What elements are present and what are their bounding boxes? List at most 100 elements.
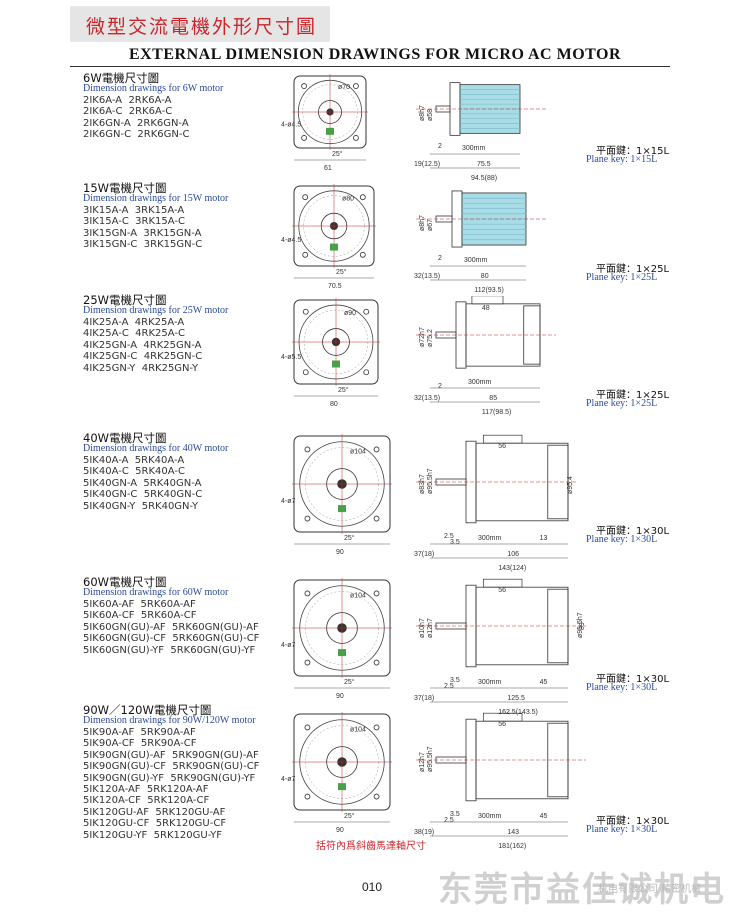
dim-angle-label: 25° bbox=[344, 534, 355, 542]
mount-hole bbox=[359, 251, 366, 258]
dim-diameter-label: ø12h7 bbox=[419, 752, 426, 772]
dim-step-label: 2 bbox=[438, 383, 442, 390]
dim-rear-label: 45 bbox=[540, 679, 548, 686]
dim-diameter-label: ø95.5h7 bbox=[427, 468, 434, 494]
dim-shaft-label: 38(19) bbox=[414, 829, 434, 836]
mount-hole bbox=[363, 369, 370, 376]
dim-angle-label: 25° bbox=[344, 678, 355, 686]
section-subtitle: Dimension drawings for 60W motor bbox=[83, 587, 229, 598]
dim-diameter-label: ø58 bbox=[427, 109, 434, 121]
dim-total-label: 143(124) bbox=[498, 565, 526, 572]
plane-key-cn: 平面鍵：1×25L bbox=[596, 390, 670, 401]
dim-step-label: 3.5 bbox=[450, 677, 460, 684]
dim-hole-label: 4-ø4.5 bbox=[281, 237, 301, 244]
dim-angle-label: 25° bbox=[332, 150, 343, 158]
plane-key-en: Plane key: 1×30L bbox=[586, 534, 658, 545]
dim-total-label: 94.5(88) bbox=[471, 175, 497, 182]
mount-hole bbox=[373, 590, 380, 597]
model-item: 4IK25GN-C 4RK25GN-C bbox=[83, 351, 203, 363]
dim-pitch-label: ø104 bbox=[350, 592, 366, 599]
dim-pitch-label: ø104 bbox=[350, 448, 366, 455]
dim-diameter-label: ø10h7 bbox=[419, 618, 426, 638]
model-item: 5IK90A-CF 5RK90A-CF bbox=[83, 738, 197, 750]
model-item: 5IK60A-AF 5RK60A-AF bbox=[83, 599, 196, 610]
dim-hole-label: 4-ø4.5 bbox=[281, 121, 301, 128]
dim-diameter-label: ø8h7 bbox=[419, 105, 426, 121]
model-item: 5IK90GN(GU)-YF 5RK90GN(GU)-YF bbox=[83, 772, 256, 784]
section-subtitle: Dimension drawings for 6W motor bbox=[83, 83, 224, 94]
plane-key-en: Plane key: 1×25L bbox=[586, 398, 658, 409]
mount-hole bbox=[373, 446, 380, 453]
model-item: 4IK25A-A 4RK25A-A bbox=[83, 317, 185, 328]
model-item: 5IK60GN(GU)-YF 5RK60GN(GU)-YF bbox=[83, 644, 256, 656]
dim-pitch-label: ø90 bbox=[344, 310, 356, 317]
header-divider bbox=[70, 66, 670, 67]
model-item: 5IK40GN-A 5RK40GN-A bbox=[83, 477, 202, 489]
model-item: 4IK25GN-A 4RK25GN-A bbox=[83, 339, 202, 351]
plane-key-cn: 平面鍵：1×30L bbox=[596, 674, 670, 685]
model-item: 4IK25A-C 4RK25A-C bbox=[83, 328, 185, 340]
dim-lead-label: 300mm bbox=[478, 813, 502, 820]
terminal-box bbox=[483, 712, 523, 722]
dim-pitch-label: ø70 bbox=[338, 84, 350, 91]
dim-width-label: 70.5 bbox=[328, 283, 342, 290]
model-item: 5IK40GN-Y 5RK40GN-Y bbox=[83, 500, 199, 512]
model-item: 5IK120GU-CF 5RK120GU-CF bbox=[83, 818, 227, 830]
section-subtitle: Dimension drawings for 90W/120W motor bbox=[83, 715, 256, 726]
dim-total-label: 117(98.5) bbox=[482, 409, 511, 416]
dim-lead-label: 300mm bbox=[468, 379, 492, 386]
page-number: 010 bbox=[362, 880, 383, 894]
dim-diameter-label: ø95.4 bbox=[567, 476, 574, 494]
mount-hole bbox=[302, 369, 309, 376]
mount-hole bbox=[353, 135, 359, 141]
model-item: 3IK15A-A 3RK15A-A bbox=[83, 205, 185, 216]
mount-hole bbox=[304, 515, 311, 522]
mount-hole bbox=[302, 194, 309, 201]
nameplate-mark bbox=[338, 505, 346, 513]
dim-diameter-label: ø67 bbox=[427, 219, 434, 231]
page-title-en: EXTERNAL DIMENSION DRAWINGS FOR MICRO AC… bbox=[128, 46, 622, 63]
model-item: 5IK60A-CF 5RK60A-CF bbox=[83, 610, 197, 622]
mount-hole bbox=[359, 194, 366, 201]
model-item: 4IK25GN-Y 4RK25GN-Y bbox=[83, 362, 199, 374]
dim-diameter-label: ø83h7 bbox=[419, 474, 426, 494]
company-watermark-sub: 机电有限公司 精密机械 bbox=[598, 884, 702, 895]
plane-key-en: Plane key: 1×15L bbox=[586, 154, 658, 165]
section-subtitle: Dimension drawings for 15W motor bbox=[83, 193, 229, 204]
dim-body-label: 80 bbox=[481, 273, 489, 280]
dim-lead-label: 300mm bbox=[464, 257, 488, 264]
dim-pitch-label: ø104 bbox=[350, 726, 366, 733]
mount-hole bbox=[373, 793, 380, 800]
dim-step-label: 2.5 bbox=[444, 533, 454, 540]
dim-shaft-label: 37(18) bbox=[414, 551, 434, 558]
header-band bbox=[70, 6, 330, 42]
dim-shaft-label: 32(13.5) bbox=[414, 273, 440, 280]
dim-step-label: 2 bbox=[438, 255, 442, 262]
plane-key-en: Plane key: 1×30L bbox=[586, 824, 658, 835]
dim-angle-label: 25° bbox=[344, 812, 355, 820]
nameplate-mark bbox=[326, 127, 334, 135]
model-item: 5IK120GU-AF 5RK120GU-AF bbox=[83, 806, 226, 818]
dim-width-label: 90 bbox=[336, 827, 344, 834]
section-title: 15W電機尺寸圖 bbox=[83, 181, 167, 195]
dim-diameter-label: ø95.5h7 bbox=[427, 746, 434, 772]
dim-body-label: 106 bbox=[507, 551, 519, 558]
footnote: 括符內爲斜齒馬達軸尺寸 bbox=[316, 841, 426, 852]
dim-hole-label: 4-ø7 bbox=[281, 498, 296, 505]
dim-lead-label: 300mm bbox=[478, 535, 502, 542]
mount-hole bbox=[301, 83, 307, 89]
nameplate-mark bbox=[338, 783, 346, 791]
